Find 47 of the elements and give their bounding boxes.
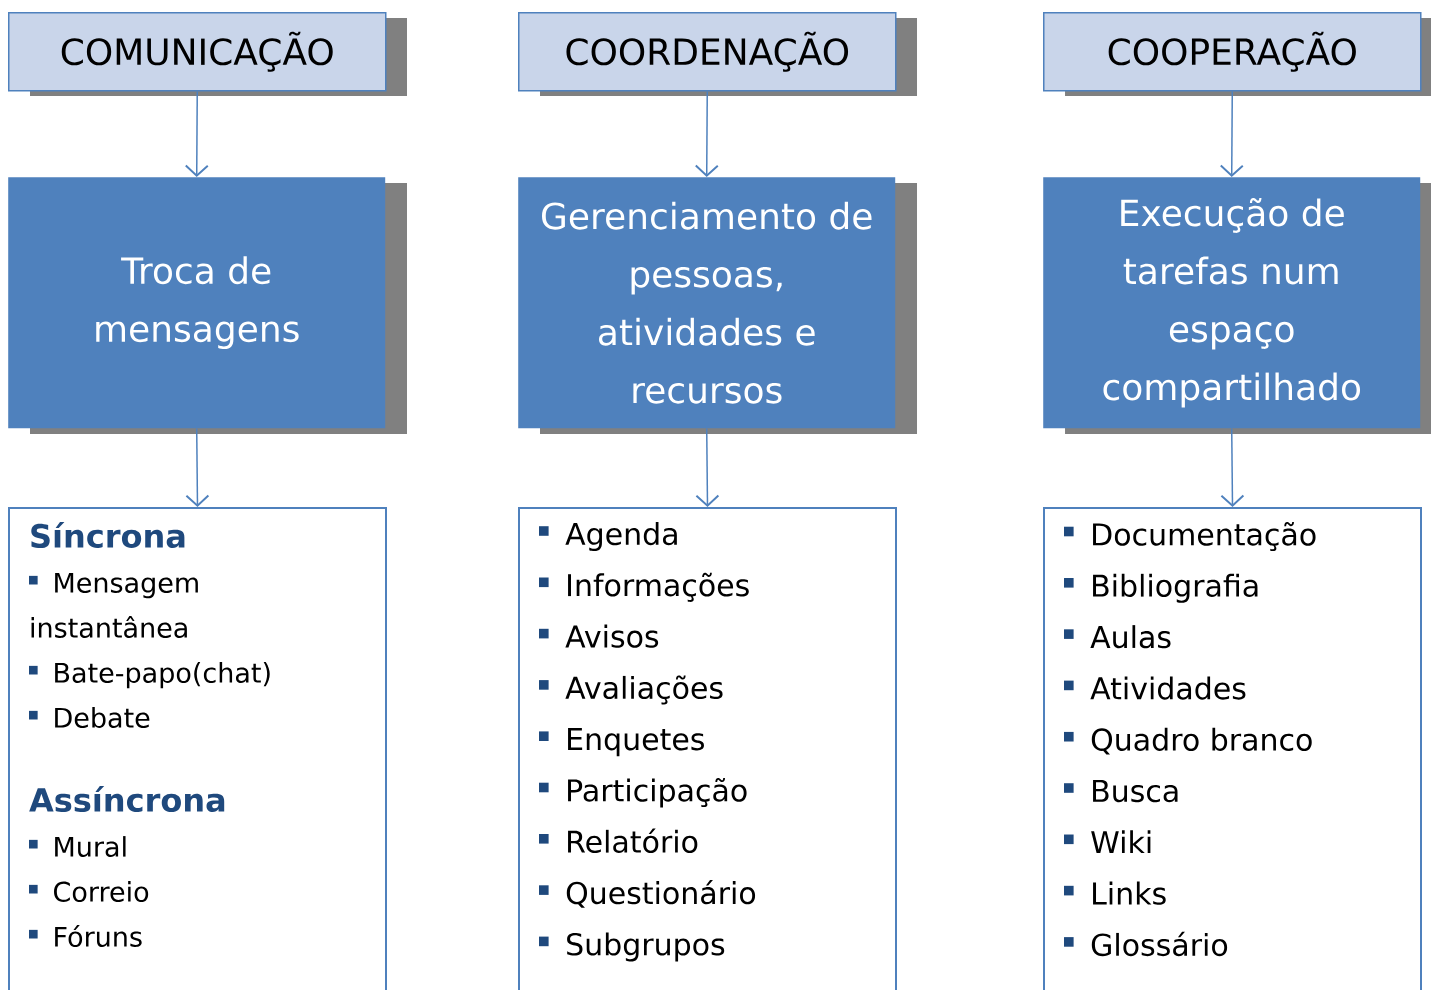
- list-item: Mural: [29, 836, 126, 857]
- arrow: [1219, 90, 1244, 177]
- list-item: Atividades: [1064, 676, 1246, 700]
- list-box: [1043, 507, 1422, 990]
- list-item: Debate: [29, 707, 150, 728]
- list-heading: Síncrona: [31, 522, 185, 549]
- list-item: Informações: [539, 572, 749, 602]
- list-item: Busca: [1064, 779, 1178, 803]
- list-item: Avaliações: [539, 675, 723, 705]
- list-item: Correio: [29, 881, 149, 902]
- list-item: Mensagem instantânea: [29, 572, 198, 638]
- header-box: [8, 12, 407, 96]
- list-item: Bate-papo(chat): [29, 662, 270, 689]
- list-item: Bibliografia: [1064, 573, 1258, 603]
- process-box: [8, 177, 407, 434]
- header-text: COORDENAÇÃO: [566, 31, 849, 72]
- header-box: [518, 12, 917, 96]
- list-box: [8, 507, 387, 990]
- list-item: Quadro branco: [1064, 727, 1312, 755]
- list-item: Glossário: [1064, 931, 1228, 957]
- list-item: Documentação: [1064, 522, 1316, 552]
- arrow: [694, 90, 719, 177]
- header-text: COOPERAÇÃO: [1108, 31, 1356, 72]
- header-text: COMUNICAÇÃO: [61, 31, 333, 72]
- list-item: Aulas: [1064, 625, 1171, 649]
- list-box: [518, 507, 897, 990]
- list-item: Fóruns: [29, 925, 142, 947]
- arrow: [1220, 427, 1245, 507]
- box-text: Gerenciamento de pessoas, atividades e recursos: [542, 201, 872, 404]
- arrow: [185, 427, 210, 507]
- list-item: Links: [1064, 881, 1166, 905]
- process-box: [1043, 177, 1431, 434]
- list-item: Relatório: [539, 828, 698, 853]
- list-heading: Assíncrona: [29, 786, 225, 813]
- list-item: Enquetes: [539, 728, 704, 757]
- header-box: [1043, 12, 1431, 96]
- list-item: Participação: [539, 778, 747, 808]
- list-item: Avisos: [539, 624, 659, 648]
- list-item: Questionário: [539, 879, 756, 908]
- box-text: Troca de mensagens: [96, 256, 299, 350]
- box-text: Execução de tarefas num espaço compartilhado: [1103, 198, 1361, 408]
- arrow: [695, 427, 720, 507]
- list-item: Wiki: [1064, 830, 1151, 854]
- arrow: [184, 90, 209, 177]
- process-box: [518, 177, 917, 434]
- list-item: Subgrupos: [539, 932, 725, 962]
- list-item: Agenda: [539, 522, 677, 552]
